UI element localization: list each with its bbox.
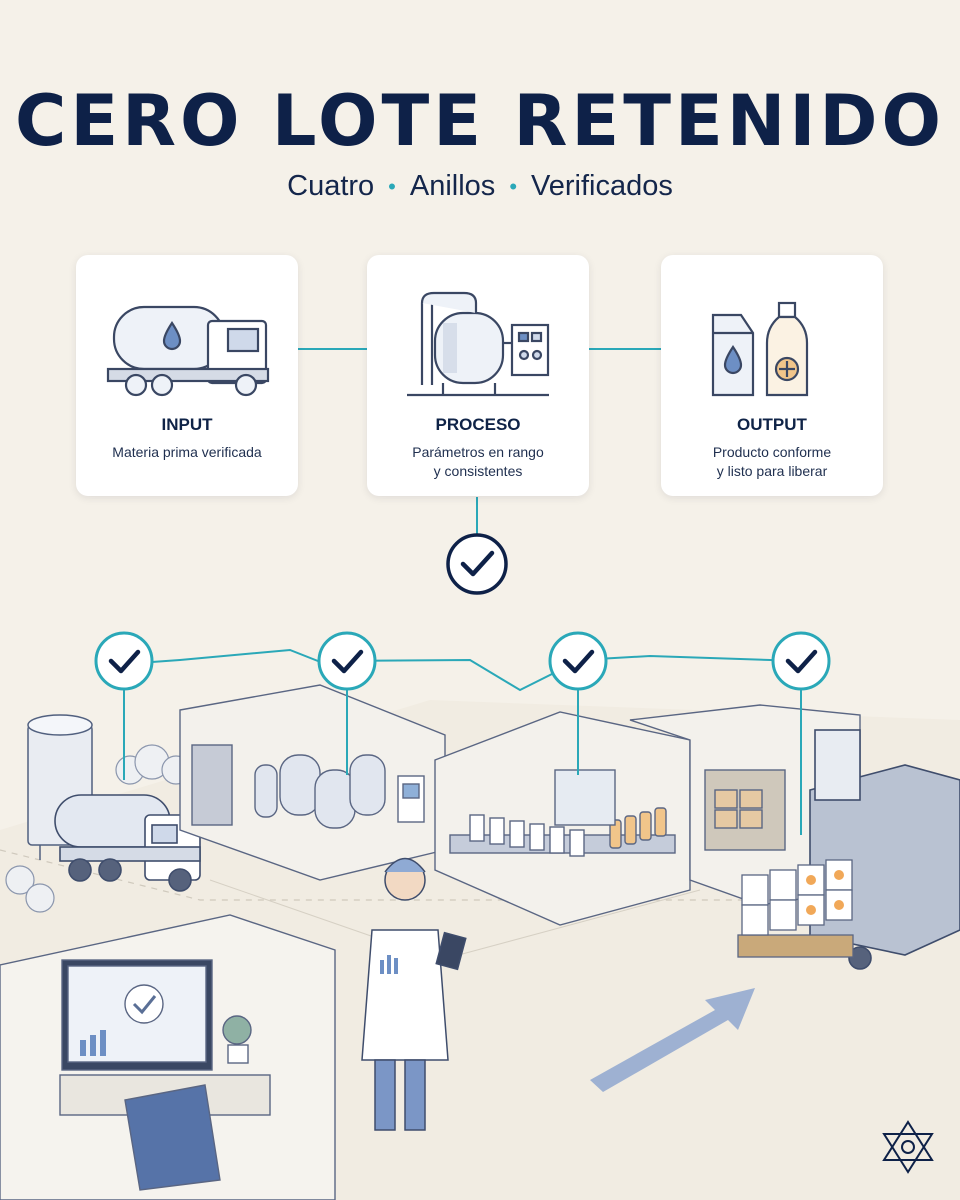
page-subtitle: Cuatro • Anillos • Verificados [0, 170, 960, 203]
scene-pallet [737, 859, 854, 958]
progress-arrow-icon [590, 988, 755, 1092]
card-output-desc-line: Producto conforme [712, 444, 832, 460]
scene-process-room [179, 684, 446, 881]
subtitle-separator: • [388, 174, 396, 200]
brand-flower-logo-icon [882, 1120, 934, 1174]
milk-carton-bottle-icon [711, 301, 809, 397]
card-proceso-desc-line: y consistentes [433, 463, 523, 479]
scene-tanker-truck [54, 794, 201, 892]
card-input-label: INPUT [161, 415, 213, 434]
checkpoint-check-icon [548, 631, 608, 691]
card-output-desc-line: y listo para liberar [716, 463, 828, 479]
process-tank-icon [407, 291, 550, 397]
subtitle-separator: • [509, 174, 518, 200]
card-proceso-desc-line: Parámetros en rango [412, 444, 544, 460]
checkpoint-check-icon [94, 631, 154, 691]
tanker-truck-icon [106, 305, 270, 397]
check-icon [446, 533, 508, 595]
scene-lab-worker [361, 857, 467, 1131]
checkpoint-check-icon [771, 631, 831, 691]
subtitle-word-1: Cuatro [287, 170, 375, 202]
scene-office [0, 914, 336, 1200]
scene-warehouse [629, 704, 861, 906]
card-proceso: PROCESO Parámetros en rango y consistent… [367, 255, 589, 496]
card-output-label: OUTPUT [737, 415, 807, 434]
card-proceso-label: PROCESO [435, 415, 521, 434]
subtitle-word-2: Anillos [409, 170, 496, 202]
card-output: OUTPUT Producto conforme y listo para li… [661, 255, 883, 496]
card-input-desc-line: Materia prima verificada [112, 444, 262, 460]
card-output-desc: Producto conforme y listo para liberar [671, 443, 873, 481]
card-input: INPUT Materia prima verificada [76, 255, 298, 496]
card-proceso-desc: Parámetros en rango y consistentes [377, 443, 579, 481]
page-title: CERO LOTE RETENIDO [14, 80, 946, 162]
card-input-desc: Materia prima verificada [86, 443, 288, 462]
checkpoint-check-icon [317, 631, 377, 691]
subtitle-word-3: Verificados [531, 170, 673, 202]
checkpoint-chain [123, 648, 801, 692]
scene-filling-line [434, 711, 691, 926]
